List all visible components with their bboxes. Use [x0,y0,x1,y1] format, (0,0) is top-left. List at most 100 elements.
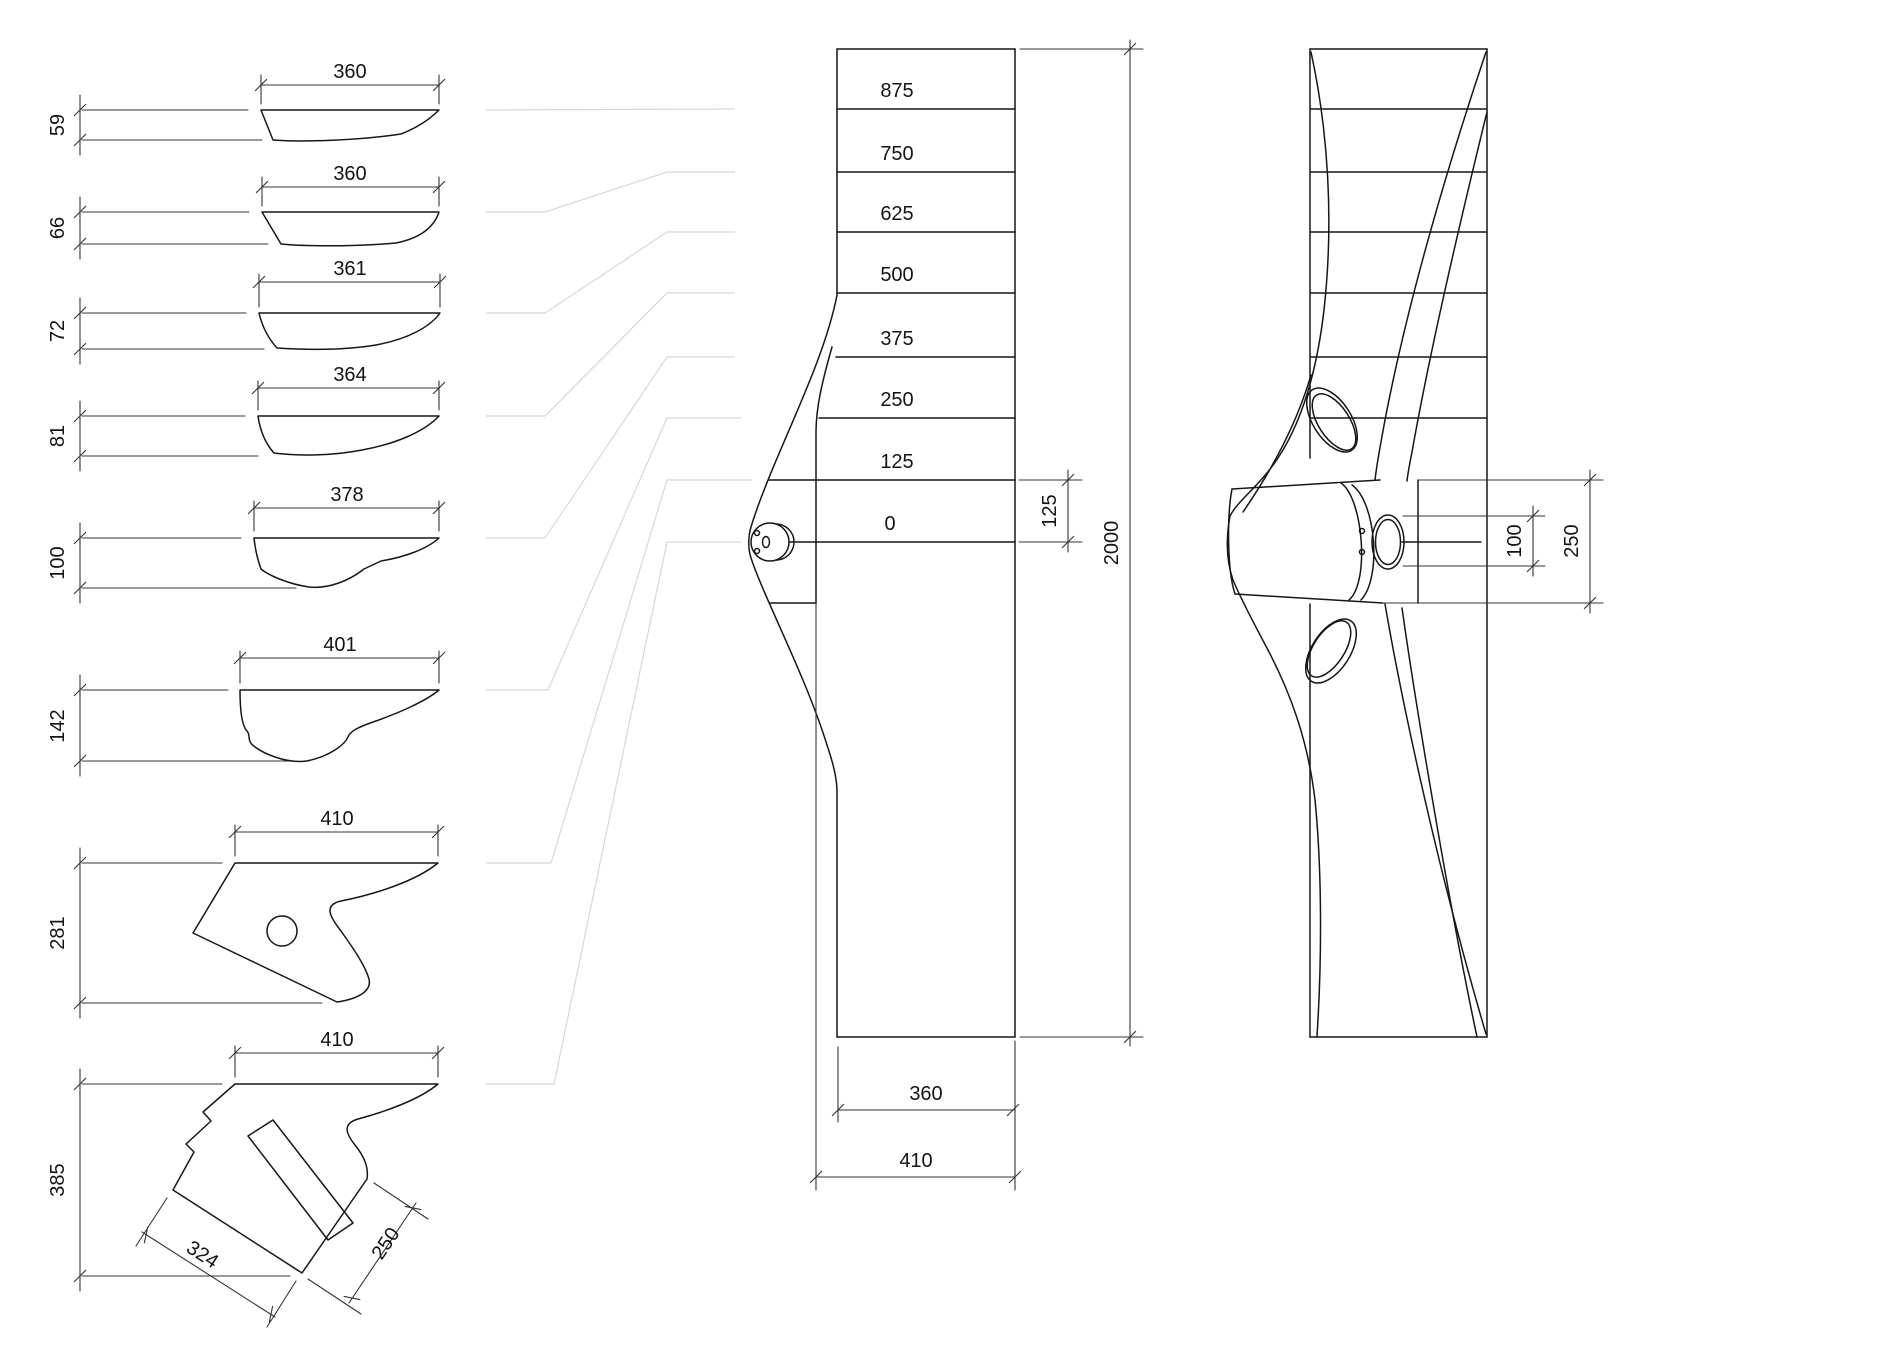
side-lightening-hole-upper-inner [1311,393,1357,451]
s8-slot [247,1119,354,1241]
plan-label-750: 750 [880,143,913,165]
dim-tick [1123,42,1137,56]
s6-profile [239,689,440,763]
s7-hole [266,915,298,947]
dim-tick [1526,559,1540,573]
plan-hub-edge [815,346,833,604]
plan-bolt-hole-top [753,529,761,537]
s8-324-ext-a [135,1197,168,1247]
s8-chord-label: 410 [320,1029,353,1051]
side-trailing-curve-1-lower [1384,603,1487,1035]
s1-thick-label: 59 [47,114,69,136]
dim-tick [73,1269,87,1283]
s3-profile [258,312,441,350]
s4-thick-label: 81 [47,425,69,447]
side-trailing-curve-2 [1406,111,1488,482]
side-leading-inner-curve [1242,374,1312,513]
dim-tick [73,409,87,423]
dim-tick [73,531,87,545]
dim-tick [252,275,266,289]
plan-left-edge [748,48,838,1038]
s2-thick-label: 66 [47,217,69,239]
dim-tick [404,1205,422,1211]
dim-tick [73,1077,87,1091]
dim-tick [255,180,269,194]
s4-profile [257,415,440,456]
leader-875 [485,108,736,111]
dim-tick [1583,596,1597,610]
dim-tick [233,651,247,665]
plan-label-125: 125 [880,451,913,473]
leader-375 [486,356,735,539]
dim-tick [343,1295,361,1301]
leader-125 [486,479,752,864]
s7-profile [192,862,439,1003]
s3-thick-label: 72 [47,320,69,342]
dim-tick [73,133,87,147]
s3-chord-label: 361 [333,258,366,280]
s7-chord-label: 410 [320,808,353,830]
s8-250-dimline [348,1202,417,1304]
dim-tick [432,501,446,515]
side-lightening-hole-upper-outer [1305,387,1359,453]
side-leading-curve [1226,51,1330,1037]
plan-bolt-hole-bottom [753,547,761,555]
s4-chord-label: 364 [333,364,366,386]
side-bore-inner [1374,518,1402,566]
dim-tick [73,342,87,356]
side-hub-top [1231,479,1381,490]
dim-tick [432,381,446,395]
leader-0 [486,541,742,1085]
side-trailing-curve-2-lower [1401,607,1478,1038]
dim-tick [73,996,87,1010]
plan-2000-label: 2000 [1101,521,1123,566]
s2-profile [261,211,440,247]
plan-125-label: 125 [1039,494,1061,527]
plan-label-500: 500 [880,264,913,286]
dim-tick [73,856,87,870]
dim-tick [1061,473,1075,487]
dim-tick [432,180,446,194]
s2-chord-label: 360 [333,163,366,185]
dim-tick [831,1103,845,1117]
dim-tick [143,1226,149,1244]
s1-profile [260,109,440,142]
plan-label-250: 250 [880,389,913,411]
leader-750 [486,171,735,213]
s8-profile [172,1083,439,1274]
plan-label-0: 0 [884,513,895,535]
s8-250-label: 250 [368,1224,405,1264]
s5-chord-label: 378 [330,484,363,506]
leader-500 [486,292,735,417]
dim-tick [247,501,261,515]
dim-tick [268,1305,274,1323]
side-hub-cyl-arc-2 [1351,484,1375,601]
side-hub-bottom [1234,593,1384,604]
dim-tick [433,275,447,289]
dim-tick [228,825,242,839]
side-bolt-hole-top [1358,527,1366,535]
dim-tick [73,449,87,463]
side-bore-outer [1371,514,1405,570]
dim-tick [1123,1030,1137,1044]
plan-hub-center-hole [761,535,771,549]
s8-324-ext-b [266,1280,297,1328]
dim-tick [431,1046,445,1060]
s1-chord-label: 360 [333,61,366,83]
plan-label-375: 375 [880,328,913,350]
s5-profile [253,537,440,589]
side-bolt-hole-bottom [1358,548,1366,556]
dim-tick [73,754,87,768]
side-100-label: 100 [1504,524,1526,557]
plan-360-label: 360 [909,1083,942,1105]
dim-tick [73,581,87,595]
side-lightening-hole-lower-inner [1306,620,1352,678]
dim-tick [73,237,87,251]
dim-tick [251,381,265,395]
dim-tick [254,78,268,92]
dim-tick [1061,535,1075,549]
dim-tick [431,825,445,839]
dim-tick [432,78,446,92]
